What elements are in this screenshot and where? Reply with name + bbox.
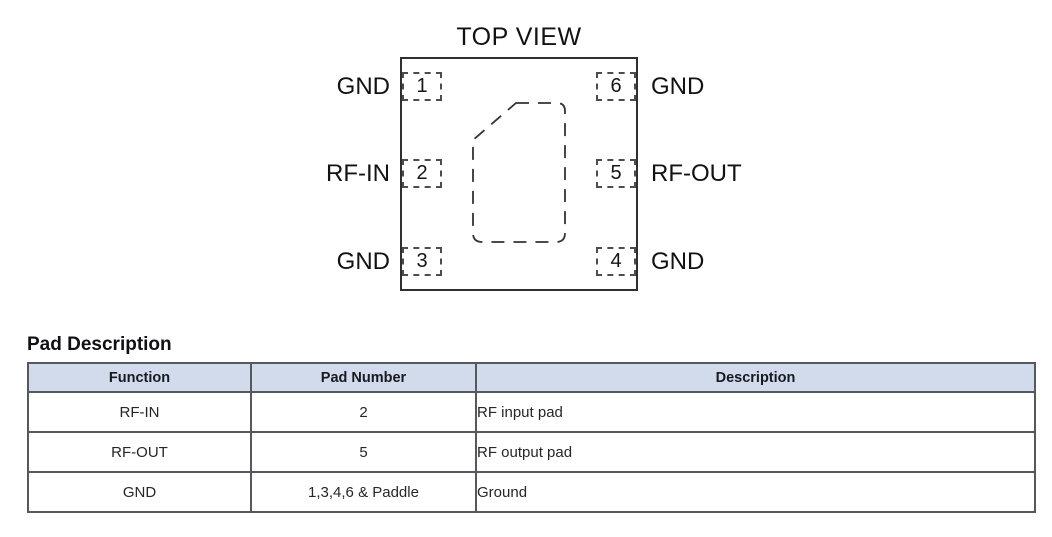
pad-3-label: GND: [336, 248, 390, 275]
cell-function: RF-OUT: [27, 431, 252, 473]
pad-2: 2: [402, 159, 442, 188]
cell-description: Ground: [475, 471, 1036, 513]
cell-function: GND: [27, 471, 252, 513]
table-title: Pad Description: [27, 334, 172, 355]
cell-description: RF input pad: [475, 391, 1036, 433]
column-header-description: Description: [475, 362, 1036, 393]
column-header-function: Function: [27, 362, 252, 393]
pad-6-label: GND: [651, 73, 705, 100]
table-header-row: Function Pad Number Description: [27, 362, 1036, 393]
cell-pad-number: 1,3,4,6 & Paddle: [250, 471, 477, 513]
exposed-paddle-icon: [472, 102, 566, 243]
column-header-pad-number: Pad Number: [250, 362, 477, 393]
cell-description: RF output pad: [475, 431, 1036, 473]
pad-1-label: GND: [336, 73, 390, 100]
pad-2-label: RF-IN: [326, 160, 390, 187]
pad-4: 4: [596, 247, 636, 276]
pad-5-label: RF-OUT: [651, 160, 742, 187]
diagram-title: TOP VIEW: [456, 23, 582, 51]
pad-4-label: GND: [651, 248, 705, 275]
table-row: GND 1,3,4,6 & Paddle Ground: [27, 471, 1036, 513]
table-row: RF-IN 2 RF input pad: [27, 391, 1036, 433]
pad-6: 6: [596, 72, 636, 101]
pad-5: 5: [596, 159, 636, 188]
table-row: RF-OUT 5 RF output pad: [27, 431, 1036, 473]
pad-1: 1: [402, 72, 442, 101]
cell-function: RF-IN: [27, 391, 252, 433]
cell-pad-number: 2: [250, 391, 477, 433]
pad-description-table: Function Pad Number Description RF-IN 2 …: [27, 362, 1036, 513]
cell-pad-number: 5: [250, 431, 477, 473]
pad-3: 3: [402, 247, 442, 276]
